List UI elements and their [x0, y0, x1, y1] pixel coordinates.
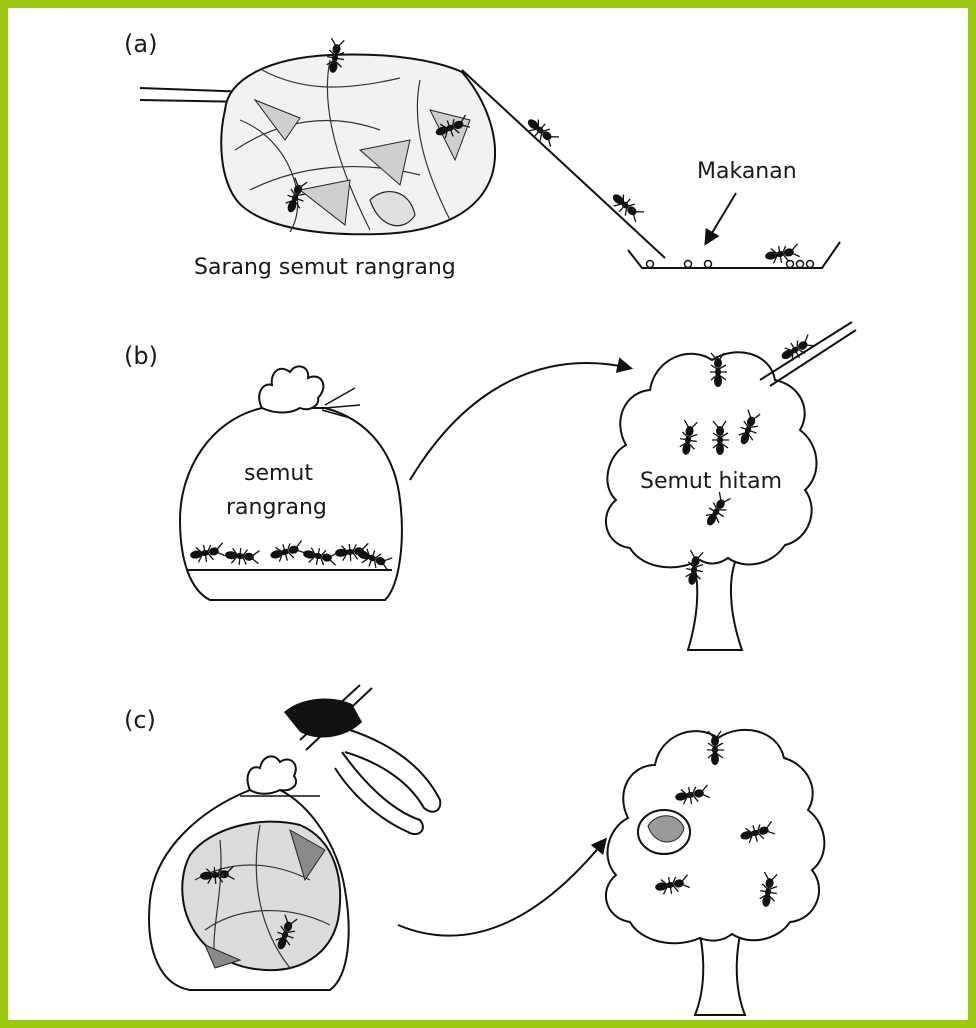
nest-label: Sarang semut rangrang	[194, 255, 456, 280]
string-ants	[523, 114, 645, 224]
panel-c-label: (c)	[124, 706, 156, 734]
transfer-arrow-c	[398, 840, 605, 936]
panel-a-label: (a)	[124, 30, 157, 58]
transfer-arrow-b	[410, 363, 630, 480]
tree-b-label: Semut hitam	[640, 469, 782, 494]
panel-c: (c)	[124, 685, 824, 1015]
bag-label-line1: semut	[244, 461, 313, 486]
tray-ant	[764, 243, 800, 266]
bag-label-line2: rangrang	[226, 495, 327, 520]
weaver-ant-nest	[221, 54, 495, 234]
bagged-nest	[149, 756, 349, 990]
tree-c	[606, 730, 824, 1015]
panel-b: (b) semut rangrang	[124, 322, 856, 650]
panel-a: (a)	[124, 30, 840, 280]
food-label: Makanan	[697, 159, 797, 184]
food-arrow	[706, 193, 736, 243]
food-tray	[628, 242, 840, 268]
transplanted-nest	[638, 810, 690, 854]
panel-b-label: (b)	[124, 342, 158, 370]
